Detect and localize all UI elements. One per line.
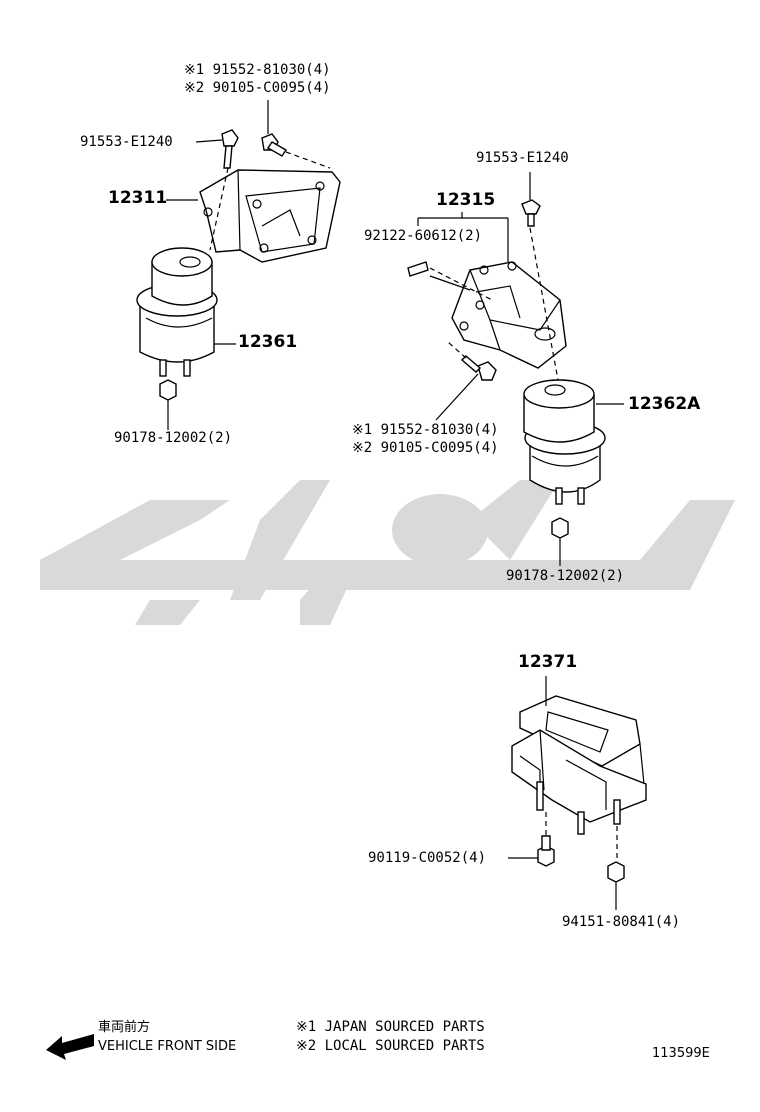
label-top-note2: ※2 90105-C0095(4) <box>184 80 331 96</box>
diagram-id: 113599E <box>652 1046 710 1061</box>
note-local-sourced: ※2 LOCAL SOURCED PARTS <box>296 1038 485 1054</box>
label-mid-note1: ※1 91552-81030(4) <box>352 422 499 438</box>
bracket-12311 <box>199 169 341 263</box>
bracket-12315 <box>451 261 567 369</box>
mount-12362A <box>523 379 606 505</box>
note-japan-sourced: ※1 JAPAN SOURCED PARTS <box>296 1019 485 1035</box>
label-12371: 12371 <box>518 652 578 672</box>
bolt-91552-mid <box>460 355 497 381</box>
mount-12371 <box>511 695 647 835</box>
bolt-91552-top <box>261 133 287 157</box>
nut-90178-right <box>551 517 569 539</box>
bolt-91553-left <box>221 129 239 169</box>
label-90178-right: 90178-12002(2) <box>506 568 625 584</box>
label-mid-note2: ※2 90105-C0095(4) <box>352 440 499 456</box>
label-12361: 12361 <box>238 332 298 352</box>
label-94151: 94151-80841(4) <box>562 914 681 930</box>
label-91553-right: 91553-E1240 <box>476 150 569 166</box>
nut-94151 <box>607 861 625 883</box>
mount-12361 <box>136 247 218 377</box>
label-92122: 92122-60612(2) <box>364 228 483 244</box>
label-top-note1: ※1 91552-81030(4) <box>184 62 331 78</box>
front-direction-arrow-icon <box>46 1034 94 1060</box>
label-90119: 90119-C0052(4) <box>368 850 487 866</box>
label-91553-left: 91553-E1240 <box>80 134 173 150</box>
front-side-label-jp: 車両前方 <box>98 1020 151 1035</box>
label-12362A: 12362A <box>628 394 701 414</box>
bolt-91553-right <box>521 199 541 227</box>
stud-92122 <box>407 261 429 277</box>
front-side-label-en: VEHICLE FRONT SIDE <box>98 1039 237 1054</box>
label-12315: 12315 <box>436 190 496 210</box>
label-90178-left: 90178-12002(2) <box>114 430 233 446</box>
watermark-logo <box>40 480 735 625</box>
bolt-90119 <box>537 835 555 867</box>
label-12311: 12311 <box>108 188 168 208</box>
nut-90178-left <box>159 379 177 401</box>
